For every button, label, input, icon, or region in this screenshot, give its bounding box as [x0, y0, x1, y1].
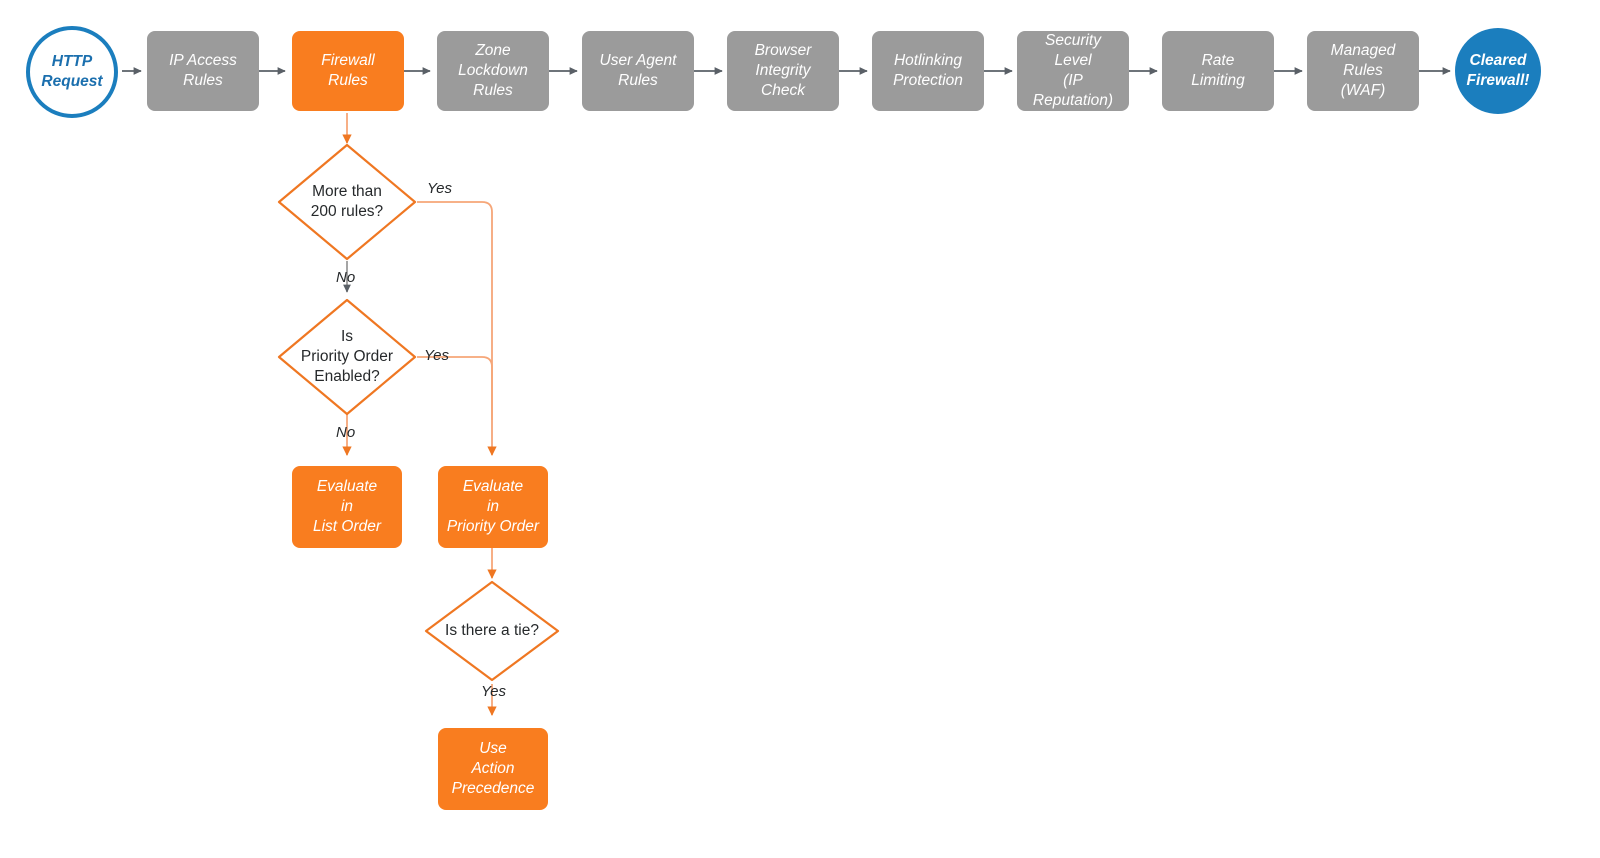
edge-label-tie-yes: Yes — [481, 683, 507, 700]
node-label: Firewall Rules — [321, 52, 375, 89]
edge-label-priority-order-no: No — [336, 424, 356, 441]
node-more-than-200-rules[interactable]: More than 200 rules? — [277, 143, 417, 261]
node-label: Is there a tie? — [445, 622, 539, 640]
node-zone-lockdown-rules[interactable]: Zone Lockdown Rules — [437, 31, 549, 111]
node-hotlinking-protection[interactable]: Hotlinking Protection — [872, 31, 984, 111]
diamond-shape — [277, 143, 417, 261]
edge-label-more-than-200-no: No — [336, 269, 356, 286]
edge-label-more-than-200-yes: Yes — [427, 180, 453, 197]
node-cleared-firewall[interactable]: Cleared Firewall! — [1455, 28, 1541, 114]
node-evaluate-in-priority-order[interactable]: Evaluate in Priority Order — [438, 466, 548, 548]
node-is-priority-order-enabled[interactable]: Is Priority Order Enabled? — [277, 298, 417, 416]
node-label: Hotlinking Protection — [893, 52, 963, 89]
node-security-level[interactable]: Security Level (IP Reputation) — [1017, 31, 1129, 111]
node-label: HTTP Request — [41, 53, 103, 90]
node-http-request[interactable]: HTTP Request — [26, 26, 118, 118]
node-browser-integrity-check[interactable]: Browser Integrity Check — [727, 31, 839, 111]
node-label: Evaluate in Priority Order — [446, 478, 540, 535]
node-label: IP Access Rules — [169, 52, 237, 89]
node-rate-limiting[interactable]: Rate Limiting — [1162, 31, 1274, 111]
node-label: Rate Limiting — [1191, 52, 1245, 89]
node-label: Managed Rules (WAF) — [1330, 42, 1396, 99]
node-managed-rules-waf[interactable]: Managed Rules (WAF) — [1307, 31, 1419, 111]
node-ip-access-rules[interactable]: IP Access Rules — [147, 31, 259, 111]
node-label: Use Action Precedence — [451, 740, 535, 797]
diamond-shape — [424, 580, 560, 682]
node-label: Is Priority Order Enabled? — [300, 328, 394, 385]
node-user-agent-rules[interactable]: User Agent Rules — [582, 31, 694, 111]
node-is-there-a-tie[interactable]: Is there a tie? — [424, 580, 560, 682]
node-label: More than 200 rules? — [310, 183, 384, 220]
node-label: Browser Integrity Check — [754, 42, 812, 99]
node-label: Cleared Firewall! — [1466, 52, 1530, 89]
node-use-action-precedence[interactable]: Use Action Precedence — [438, 728, 548, 810]
node-label: User Agent Rules — [599, 52, 677, 89]
node-evaluate-in-list-order[interactable]: Evaluate in List Order — [292, 466, 402, 548]
node-label: Security Level (IP Reputation) — [1032, 32, 1114, 109]
node-label: Zone Lockdown Rules — [458, 42, 528, 99]
node-firewall-rules[interactable]: Firewall Rules — [292, 31, 404, 111]
node-label: Evaluate in List Order — [312, 478, 382, 535]
edge-label-priority-order-yes: Yes — [424, 347, 450, 364]
